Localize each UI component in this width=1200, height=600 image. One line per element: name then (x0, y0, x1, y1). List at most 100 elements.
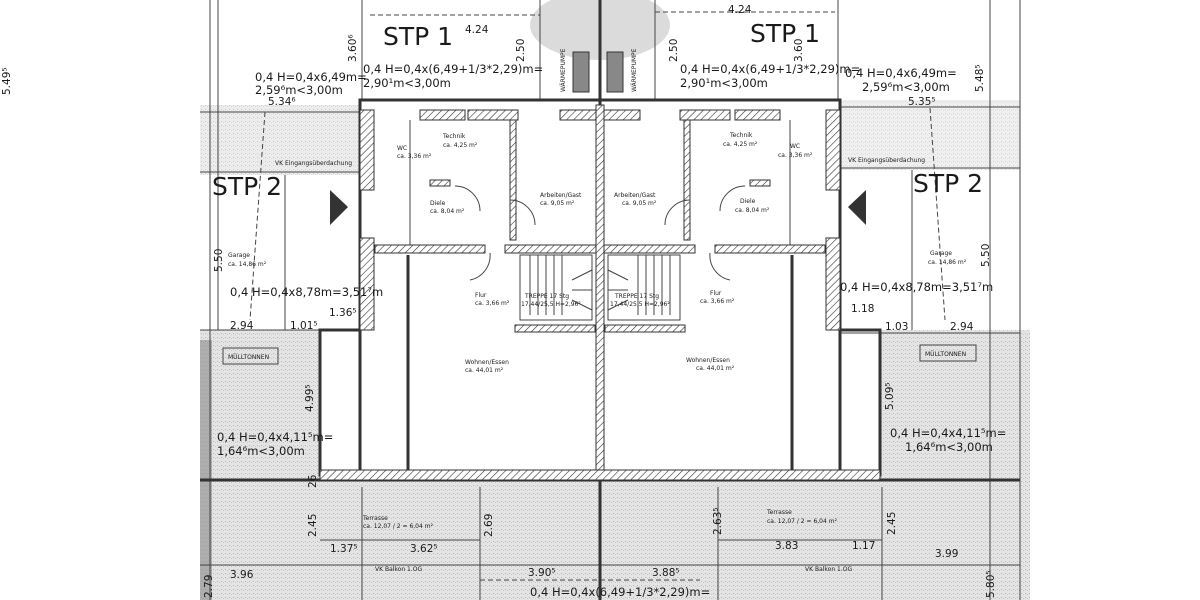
dim: 26 (307, 474, 319, 488)
dim: 1.18 (851, 303, 874, 315)
formula-side-right-result: 2,59⁶m<3,00m (862, 80, 950, 94)
dim: 2.69 (483, 514, 495, 537)
dim: 3.88⁵ (652, 567, 680, 579)
bin-area-left (222, 347, 279, 365)
dim: 2.94 (950, 321, 974, 333)
room-name: Garage (930, 250, 952, 257)
room-area: ca. 44,01 m² (696, 365, 735, 372)
dim: 5.50 (213, 249, 225, 272)
entrance-arrow-right-icon (848, 190, 866, 225)
dim: 5.34⁶ (268, 96, 296, 108)
formula-side-left: 0,4 H=0,4x6,49m= (255, 70, 367, 84)
dim: 5.80⁵ (985, 570, 997, 598)
dim: 5.49⁵ (1, 67, 13, 95)
formula-garage-right: 0,4 H=0,4x8,78m=3,51⁷m (840, 280, 993, 294)
dim: 5.48⁵ (974, 64, 986, 92)
dim: 3.99 (935, 548, 958, 560)
room-name: Arbeiten/Gast (614, 192, 656, 199)
room-area: ca. 9,05 m² (622, 200, 657, 207)
zone-stp1-right: STP 1 (750, 19, 820, 48)
stair-spec: 17,44/25,5 H=2,96² (610, 301, 670, 308)
bin-label-left: MÜLLTONNEN (228, 354, 269, 361)
dim: 3.83 (775, 540, 798, 552)
formula-stp1-right: 0,4 H=0,4x(6,49+1/3*2,29)m= (680, 62, 860, 76)
room-name: Terrasse (766, 509, 792, 516)
zone-stp2-right: STP 2 (913, 169, 983, 198)
dimensions: 4.24 4.24 3.60⁶ 3.60 2.50 2.50 5.49⁵ 5.4… (1, 4, 997, 598)
staircase-left (519, 254, 593, 321)
canopy-label-right: VK Eingangsüberdachung (848, 157, 925, 164)
dim: 1.01⁵ (290, 320, 318, 332)
balcony-label-right: VK Balkon 1.OG (805, 566, 852, 573)
formula-garden-right: 0,4 H=0,4x4,11⁵m= (890, 426, 1006, 440)
room-area: ca. 4,25 m² (443, 142, 478, 149)
dim: 1.37⁵ (330, 543, 358, 555)
formula-garden-left: 0,4 H=0,4x4,11⁵m= (217, 430, 333, 444)
formula-side-left-result: 2,59⁶m<3,00m (255, 83, 343, 97)
dim: 2.50 (668, 39, 680, 62)
room-name: Flur (710, 290, 722, 297)
stair-spec: 17,44/25,5 H=2,96² (521, 301, 581, 308)
formula-stp1-left-result: 2,90¹m<3,00m (363, 76, 451, 90)
room-area: ca. 3,36 m² (397, 153, 432, 160)
room-name: Technik (442, 133, 466, 140)
room-name: Flur (475, 292, 487, 299)
dim: 2.79 (203, 575, 215, 598)
property-lines (200, 0, 1021, 600)
room-area: ca. 3,66 m² (475, 300, 510, 307)
dim: 2.45 (307, 514, 319, 537)
formula-stp1-right-result: 2,90¹m<3,00m (680, 76, 768, 90)
room-name: Wohnen/Essen (465, 359, 509, 366)
dim: 4.24 (465, 24, 489, 36)
room-name: Diele (430, 200, 446, 207)
dim: 1.03 (885, 321, 908, 333)
room-area: ca. 4,25 m² (723, 141, 758, 148)
dim: 3.62⁵ (410, 543, 438, 555)
bin-area-right (919, 344, 977, 362)
dim: 4.24 (728, 4, 752, 16)
room-area: ca. 8,04 m² (430, 208, 465, 215)
dim: 1.36⁵ (329, 307, 357, 319)
room-area: ca. 8,04 m² (735, 207, 770, 214)
formula-garage-left: 0,4 H=0,4x8,78m=3,51⁷m (230, 285, 383, 299)
room-name: Wohnen/Essen (686, 357, 730, 364)
room-area: ca. 44,01 m² (465, 367, 504, 374)
room-area: ca. 3,36 m² (778, 152, 813, 159)
dim: 3.60⁶ (347, 34, 359, 62)
dim: 3.96 (230, 569, 254, 581)
room-area: ca. 12,07 / 2 = 6,04 m² (767, 518, 838, 525)
zone-stp2-left: STP 2 (212, 172, 282, 201)
dim: 2.63⁵ (712, 507, 724, 535)
dim: 3.60 (793, 39, 805, 62)
room-name: WC (397, 145, 407, 152)
dim: 4.99⁵ (304, 384, 316, 412)
formula-side-right: 0,4 H=0,4x6,49m= (845, 66, 957, 80)
room-name: Diele (740, 198, 756, 205)
stair-label: TREPPE 17 Stg (614, 293, 659, 300)
formula-stp1-left: 0,4 H=0,4x(6,49+1/3*2,29)m= (363, 62, 543, 76)
room-name: Garage (228, 252, 250, 259)
dim: 1.17 (852, 540, 875, 552)
dim: 5.09⁵ (884, 382, 896, 410)
zone-stp1-left: STP 1 (383, 22, 453, 51)
bin-label-right: MÜLLTONNEN (925, 351, 966, 358)
stair-label: TREPPE 17 Stg (524, 293, 569, 300)
room-area: ca. 14,86 m² (928, 259, 967, 266)
building-walls (318, 98, 882, 481)
rooms-left: Technik ca. 4,25 m² WC ca. 3,36 m² Diele… (228, 133, 582, 530)
dim: 5.50 (980, 244, 992, 267)
heat-pump-label: WÄRMEPUMPE (560, 48, 567, 92)
heat-pumps: WÄRMEPUMPE WÄRMEPUMPE (560, 48, 638, 93)
balcony-label-left: VK Balkon 1.OG (375, 566, 422, 573)
formula-bottom: 0,4 H=0,4x(6,49+1/3*2,29)m= (530, 585, 710, 599)
dim: 2.94 (230, 320, 254, 332)
room-name: Arbeiten/Gast (540, 192, 582, 199)
formula-garden-left-result: 1,64⁶m<3,00m (217, 444, 305, 458)
dim: 3.90⁵ (528, 567, 556, 579)
room-name: Terrasse (362, 515, 388, 522)
room-name: WC (790, 143, 800, 150)
heat-pump-label: WÄRMEPUMPE (631, 48, 638, 92)
dim: 2.50 (515, 39, 527, 62)
rooms-right: Technik ca. 4,25 m² WC ca. 3,36 m² Diele… (610, 132, 967, 525)
dim: 2.45 (886, 512, 898, 535)
